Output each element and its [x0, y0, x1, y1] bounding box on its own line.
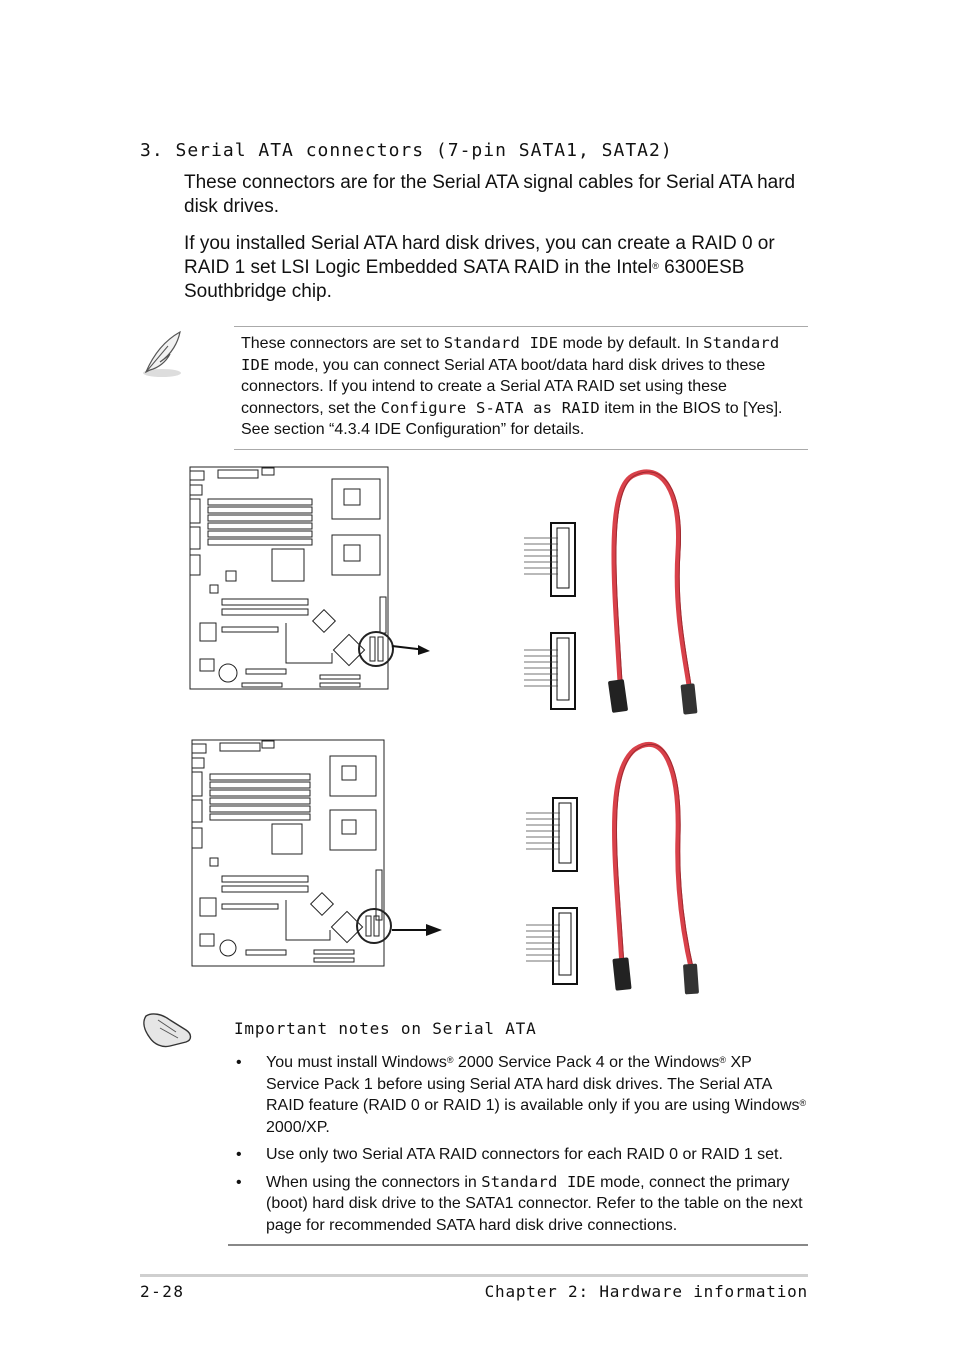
note-feather-icon: [143, 330, 181, 377]
motherboard-layout-diagram-2: [191, 739, 442, 967]
list-item: When using the connectors in Standard ID…: [234, 1172, 809, 1237]
sata-connector-pinout-2: [526, 797, 578, 985]
bullet-1-text-a: You must install Windows: [266, 1054, 447, 1071]
important-notes-list: You must install Windows® 2000 Service P…: [234, 1052, 809, 1242]
note-text: These connectors are set to Standard IDE…: [241, 333, 807, 441]
note-top-rule: [234, 326, 808, 327]
bullet-2-text: Use only two Serial ATA RAID connectors …: [266, 1146, 783, 1163]
note-text-1: These connectors are set to: [241, 335, 444, 352]
motherboard-layout-diagram-1: [189, 466, 430, 690]
chapter-title: Chapter 2: Hardware information: [484, 1282, 808, 1301]
paragraph-raid: If you installed Serial ATA hard disk dr…: [184, 232, 824, 304]
paragraph-raid-text-b: 6300ESB Southbridge chip.: [184, 257, 745, 302]
list-item: You must install Windows® 2000 Service P…: [234, 1052, 809, 1138]
bullet-1-text-b: 2000 Service Pack 4 or the Windows: [453, 1054, 720, 1071]
important-bottom-rule: [228, 1244, 808, 1246]
keyword-configure-sata-raid: Configure S-ATA as RAID: [380, 398, 600, 417]
keyword-standard-ide: Standard IDE: [443, 334, 559, 352]
bullet-3-text-b: mode, connect the primary (boot) hard di…: [266, 1173, 803, 1234]
sata-cable-image-1: [608, 469, 698, 715]
registered-mark: ®: [446, 1055, 454, 1065]
bullet-1-text-d: 2000/XP.: [266, 1118, 330, 1136]
note-text-4: item in the BIOS to [Yes]. See section “…: [241, 399, 783, 439]
keyword-standard-ide: Standard IDE: [241, 334, 780, 374]
page-number: 2-28: [140, 1282, 185, 1301]
bullet-3-text-a: When using the connectors in: [266, 1173, 482, 1191]
registered-mark: ®: [719, 1055, 727, 1065]
section-heading: 3. Serial ATA connectors (7-pin SATA1, S…: [140, 140, 673, 161]
important-notes-title: Important notes on Serial ATA: [234, 1019, 537, 1038]
note-bottom-rule: [234, 449, 808, 450]
sata-connector-pinout-1: [524, 522, 576, 710]
paragraph-raid-text-a: If you installed Serial ATA hard disk dr…: [184, 233, 775, 278]
registered-mark: ®: [652, 261, 659, 271]
registered-mark: ®: [799, 1098, 807, 1108]
sata-cable-image-2: [612, 742, 699, 995]
footer-rule: [140, 1274, 808, 1277]
keyword-standard-ide: Standard IDE: [481, 1172, 596, 1191]
note-text-2: mode by default. In: [558, 335, 704, 352]
paragraph-connectors: These connectors are for the Serial ATA …: [184, 172, 796, 217]
note-text-3: mode, you can connect Serial ATA boot/da…: [241, 356, 766, 417]
bullet-1-text-c: XP Service Pack 1 before using Serial AT…: [266, 1054, 800, 1114]
important-hand-icon: [143, 1013, 192, 1048]
list-item: Use only two Serial ATA RAID connectors …: [234, 1144, 809, 1166]
